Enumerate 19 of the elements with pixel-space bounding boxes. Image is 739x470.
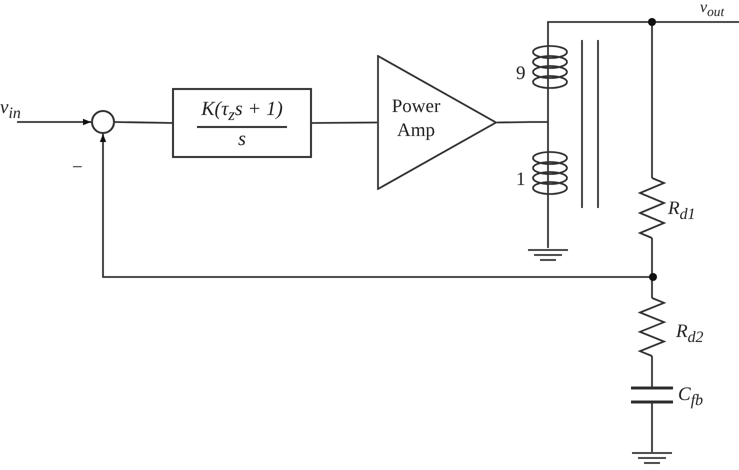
component-label: R$_{d1}$ (668, 199, 696, 223)
transfer-function-numerator: K(τ$_{z}$s + 1) (197, 98, 287, 128)
signal-line (312, 122, 377, 124)
block-box (172, 88, 312, 158)
signal-label: v$_{out}$ (700, 0, 724, 19)
summing-junction (91, 110, 115, 134)
turns-label: 1 (516, 170, 526, 189)
sign-label: − (72, 158, 83, 177)
signal-line (496, 121, 532, 124)
signal-arrow (100, 134, 531, 278)
amplifier-label: Power Amp (390, 95, 442, 143)
signal-arrow (17, 118, 91, 126)
signal-line (114, 121, 172, 124)
transfer-function-denominator: s (238, 128, 246, 150)
amplifier-triangle (377, 55, 497, 190)
turns-label: 9 (516, 64, 526, 83)
signal-label: v$_{in}$ (0, 98, 40, 120)
component-label: C$_{fb}$ (678, 385, 703, 409)
component-label: R$_{d2}$ (676, 322, 704, 346)
